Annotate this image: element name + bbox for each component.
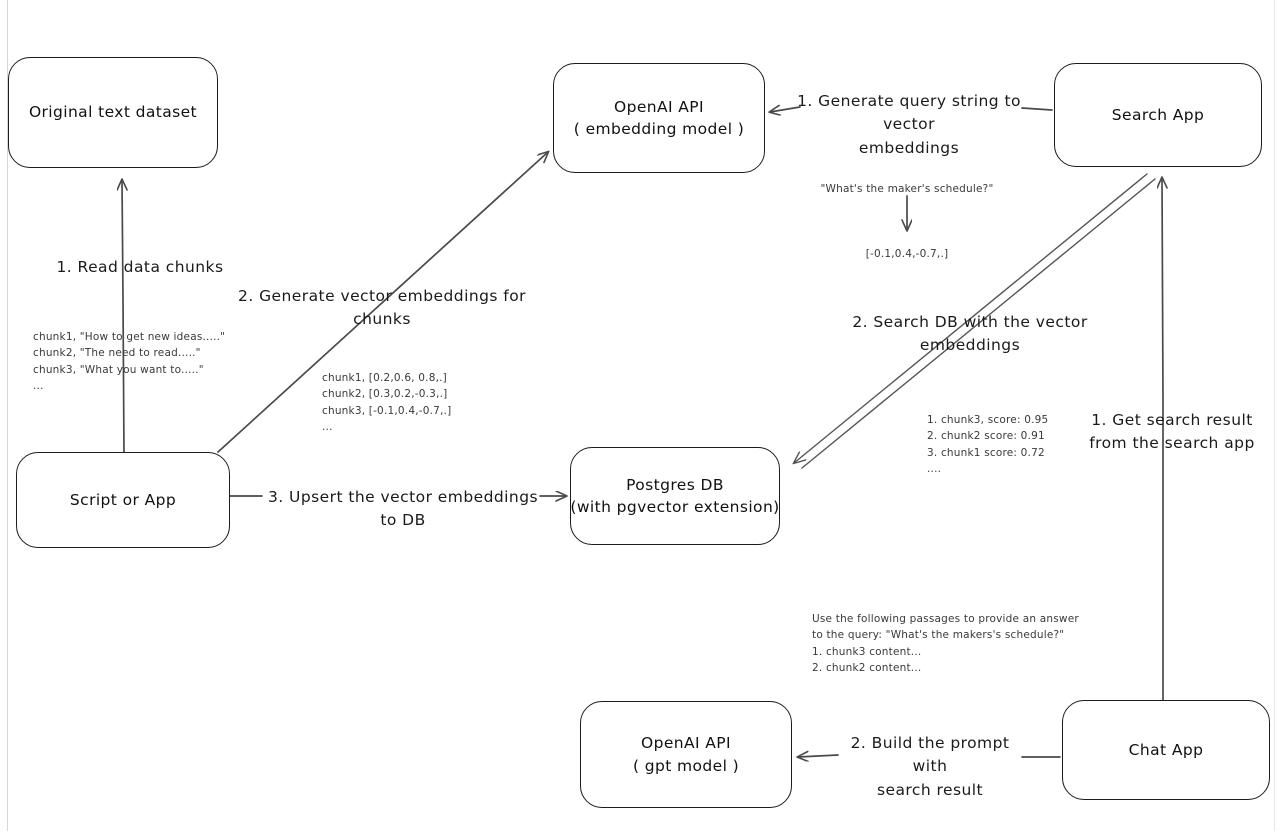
edge-label-generate-embeddings: 2. Generate vector embeddings for chunks — [238, 287, 526, 329]
annotation-chunks-sample: chunk1, "How to get new ideas....." chun… — [33, 331, 226, 392]
node-openai-gpt-api-subtitle: ( gpt model ) — [632, 756, 740, 775]
edge-label-read-data-chunks: 1. Read data chunks — [56, 258, 224, 276]
annotation-prompt-sample: Use the following passages to provide an… — [812, 613, 1079, 674]
node-chat-app-label: Chat App — [1128, 740, 1204, 759]
wire-query-right — [1021, 107, 1053, 111]
node-search-app-label: Search App — [1111, 105, 1205, 124]
annotation-embeddings-sample: chunk1, [0.2,0.6, 0.8,.] chunk2, [0.3,0.… — [322, 372, 452, 433]
node-search-app[interactable]: Search App — [1054, 63, 1262, 167]
node-openai-embedding-api[interactable]: OpenAI API ( embedding model ) — [553, 63, 765, 173]
node-script-or-app-label: Script or App — [69, 490, 177, 509]
node-postgres-db[interactable]: Postgres DB (with pgvector extension) — [570, 447, 780, 545]
annotation-query-text: "What's the maker's schedule?" — [820, 183, 994, 195]
node-openai-gpt-api-title: OpenAI API — [640, 734, 732, 753]
edge-label-get-search-result: 1. Get search result from the search app — [1089, 411, 1255, 453]
node-original-text-dataset[interactable]: Original text dataset — [8, 57, 218, 168]
edge-label-search-db: 2. Search DB with the vector embeddings — [852, 313, 1088, 355]
wire-read-data-chunks — [122, 180, 124, 456]
node-chat-app[interactable]: Chat App — [1062, 700, 1270, 800]
node-postgres-db-subtitle: (with pgvector extension) — [570, 498, 780, 516]
node-openai-embedding-api-title: OpenAI API — [613, 97, 705, 116]
node-original-text-dataset-label: Original text dataset — [28, 103, 198, 122]
node-openai-embedding-api-subtitle: ( embedding model ) — [573, 120, 745, 138]
node-openai-gpt-api[interactable]: OpenAI API ( gpt model ) — [580, 701, 792, 808]
annotation-query-vector: [-0.1,0.4,-0.7,.] — [865, 248, 949, 260]
edge-label-upsert-to-db: 3. Upsert the vector embeddings to DB — [267, 488, 539, 530]
edge-label-build-prompt: 2. Build the prompt with search result — [850, 734, 1010, 799]
node-postgres-db-title: Postgres DB — [626, 475, 724, 494]
wire-build-prompt-left — [798, 755, 839, 757]
edge-label-query-to-vector: 1. Generate query string to vector embed… — [797, 92, 1021, 157]
node-script-or-app[interactable]: Script or App — [16, 452, 230, 548]
annotation-search-results: 1. chunk3, score: 0.95 2. chunk2 score: … — [927, 414, 1049, 475]
